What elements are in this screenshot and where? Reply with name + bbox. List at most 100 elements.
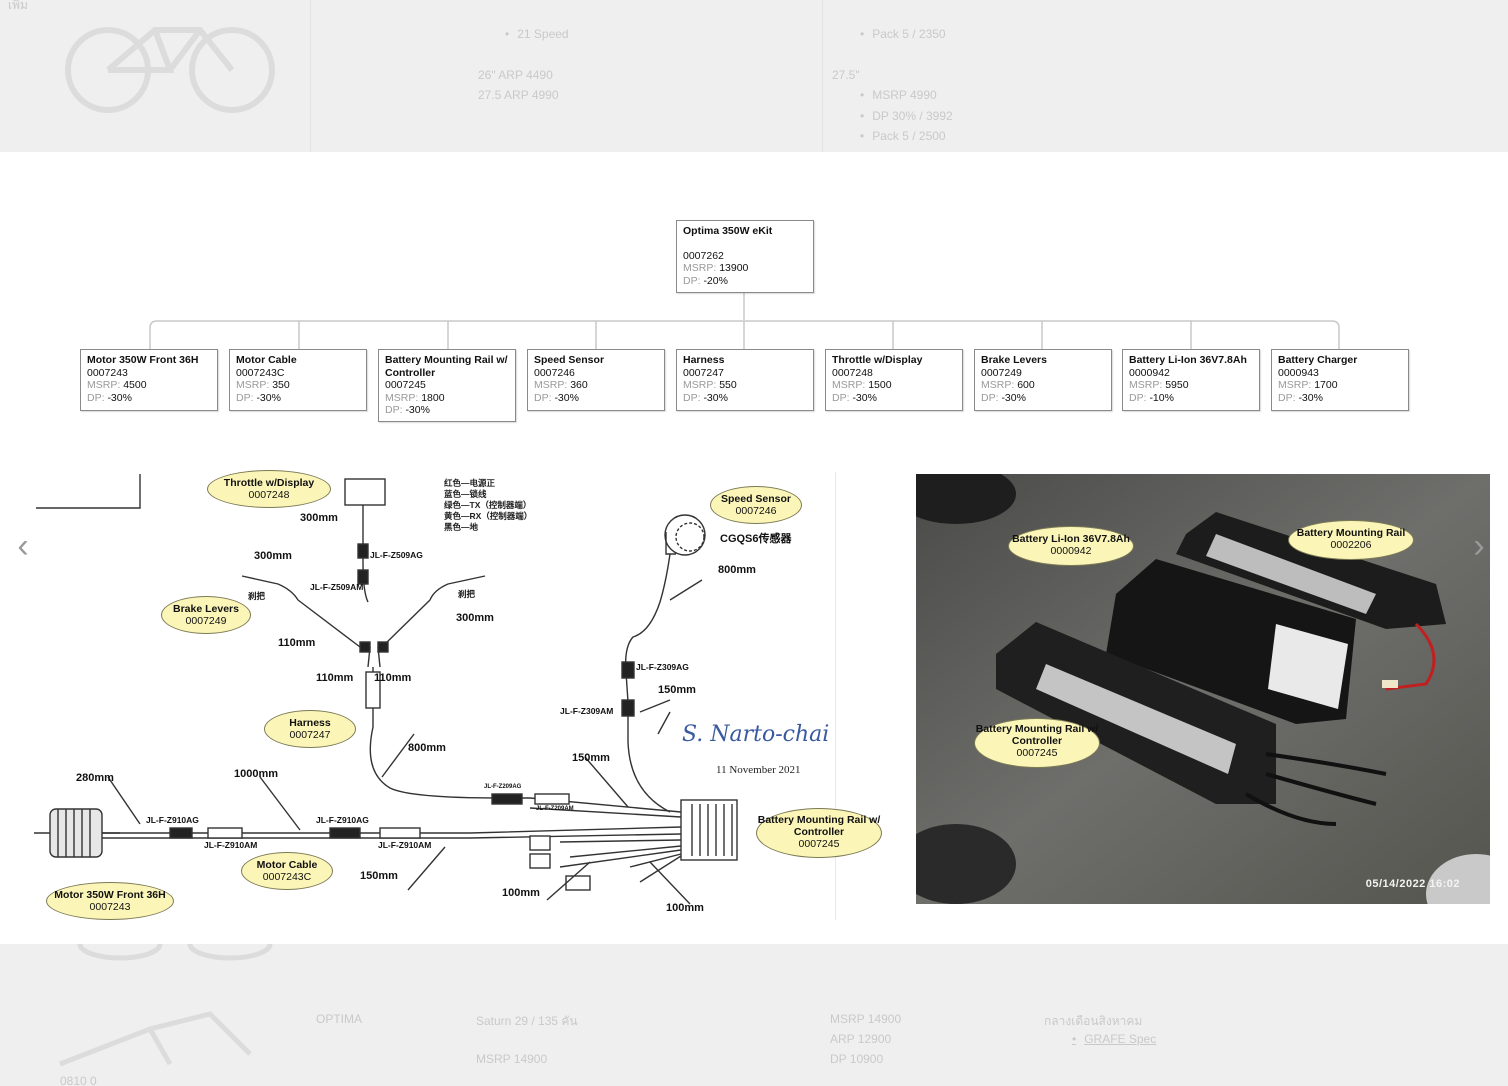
callout-code: 0007243 (89, 901, 131, 913)
bg-bottom-left: 0810 0 (60, 1074, 97, 1086)
node-dp-label: DP: (236, 391, 254, 404)
node-msrp: 1500 (868, 379, 892, 391)
node-code: 0007247 (683, 366, 724, 379)
tree-node-root[interactable]: Optima 350W eKit 0007262 MSRP: 13900 DP:… (676, 220, 814, 293)
node-dp: -30% (107, 391, 132, 404)
signature: S. Narto-chai (682, 722, 830, 747)
node-title: Optima 350W eKit (683, 225, 773, 237)
callout-throttle: Throttle w/Display 0007248 (207, 470, 331, 508)
callout-battery-rail-controller-photo: Battery Mounting Rail w/ Controller 0007… (974, 718, 1100, 768)
node-dp-label: DP: (981, 391, 999, 404)
node-dp-label: DP: (385, 404, 403, 416)
node-msrp-label: MSRP: (832, 379, 866, 391)
legend-line: 蓝色—锁线 (444, 489, 487, 499)
bg-price-275: 27.5 ARP 4990 (478, 88, 559, 102)
node-title: Motor Cable (236, 354, 297, 366)
bg-add-label: เพิ่ม (8, 0, 28, 12)
connector-label: JL-F-Z209AM (536, 806, 574, 812)
node-dp-label: DP: (534, 391, 552, 404)
node-dp-label: DP: (832, 391, 850, 404)
node-title: Battery Charger (1278, 354, 1358, 366)
bg-saturn: Saturn 29 / 135 คัน (476, 1014, 578, 1028)
brake-cn-label: 刹把 (458, 589, 476, 599)
connector-label: JL-F-Z209AG (484, 784, 522, 790)
connector-label: JL-F-Z509AG (370, 550, 423, 560)
bg-pack-1: Pack 5 / 2350 (860, 27, 945, 41)
legend-line: 绿色—TX（控制器端） (444, 500, 532, 510)
node-msrp-label: MSRP: (683, 379, 717, 391)
bicycle-image (59, 944, 273, 1067)
callout-name: Throttle w/Display (223, 477, 315, 489)
callout-name: Motor Cable (256, 859, 318, 871)
dim-110mm: 110mm (316, 672, 354, 684)
dim-300mm: 300mm (456, 612, 494, 624)
next-image-button[interactable]: › (1464, 526, 1494, 566)
node-title: Throttle w/Display (832, 354, 923, 366)
callout-code: 0007246 (735, 505, 777, 517)
node-title: Brake Levers (981, 354, 1047, 366)
node-code: 0007243C (236, 366, 285, 379)
wire-color-legend: 红色—电源正 蓝色—锁线 绿色—TX（控制器端） 黄色—RX（控制器端） 黑色—… (444, 478, 532, 533)
dim-300mm: 300mm (254, 550, 292, 562)
node-msrp-label: MSRP: (236, 379, 270, 391)
bg-pack-2: Pack 5 / 2500 (860, 129, 945, 143)
callout-code: 0007245 (1016, 747, 1058, 759)
node-dp: -20% (703, 274, 728, 287)
dim-100mm: 100mm (666, 902, 704, 914)
callout-name: Battery Mounting Rail w/ Controller (975, 723, 1099, 747)
node-title: Speed Sensor (534, 354, 605, 366)
dim-150mm: 150mm (360, 870, 398, 882)
callout-code: 0007245 (798, 838, 840, 850)
node-msrp: 13900 (719, 262, 749, 274)
node-dp: -30% (1001, 391, 1026, 404)
node-msrp: 600 (1017, 379, 1035, 391)
dim-800mm: 800mm (408, 742, 446, 754)
dim-110mm: 110mm (374, 672, 412, 684)
bg-spec-link[interactable]: GRAFE Spec (1072, 1032, 1156, 1046)
previous-image-button[interactable]: ‹ (8, 526, 38, 566)
bg-price-26: 26" ARP 4490 (478, 68, 553, 82)
bg-size: 27.5" (832, 68, 860, 82)
node-dp: -30% (703, 391, 728, 404)
callout-name: Motor 350W Front 36H (54, 889, 166, 901)
sensor-model-label: CGQS6传感器 (720, 533, 792, 545)
node-dp-label: DP: (1278, 391, 1296, 404)
bg-saturn-msrp: MSRP 14900 (476, 1052, 548, 1066)
node-msrp-label: MSRP: (981, 379, 1015, 391)
callout-harness: Harness 0007247 (264, 710, 356, 748)
callout-battery-mounting-rail: Battery Mounting Rail 0002206 (1288, 520, 1414, 560)
node-msrp: 360 (570, 379, 588, 391)
node-code: 0007245 (385, 379, 426, 391)
dim-1000mm: 1000mm (234, 768, 279, 780)
battery-photo: Battery Li-Ion 36V7.8Ah 0000942 Battery … (916, 474, 1490, 904)
dim-280mm: 280mm (76, 772, 114, 784)
bicycle-image (65, 27, 275, 113)
dim-110mm: 110mm (278, 637, 316, 649)
bg-arp-b: ARP 12900 (830, 1032, 892, 1046)
callout-name: Battery Mounting Rail w/ Controller (757, 814, 881, 838)
node-dp-label: DP: (683, 274, 701, 287)
callout-battery-rail-controller: Battery Mounting Rail w/ Controller 0007… (756, 808, 882, 858)
callout-code: 0007243C (262, 871, 312, 883)
connector-label: JL-F-Z910AG (146, 815, 199, 825)
node-code: 0007249 (981, 366, 1022, 379)
node-dp-label: DP: (683, 391, 701, 404)
legend-line: 黄色—RX（控制器端） (444, 511, 533, 521)
brake-cn-label: 刹把 (248, 591, 266, 601)
callout-code: 0007247 (289, 729, 331, 741)
node-dp: -30% (852, 391, 877, 404)
bg-speed: 21 Speed (505, 27, 568, 41)
bg-optima: OPTIMA (316, 1012, 363, 1026)
callout-brake-levers: Brake Levers 0007249 (161, 596, 251, 634)
callout-code: 0000942 (1050, 545, 1092, 557)
